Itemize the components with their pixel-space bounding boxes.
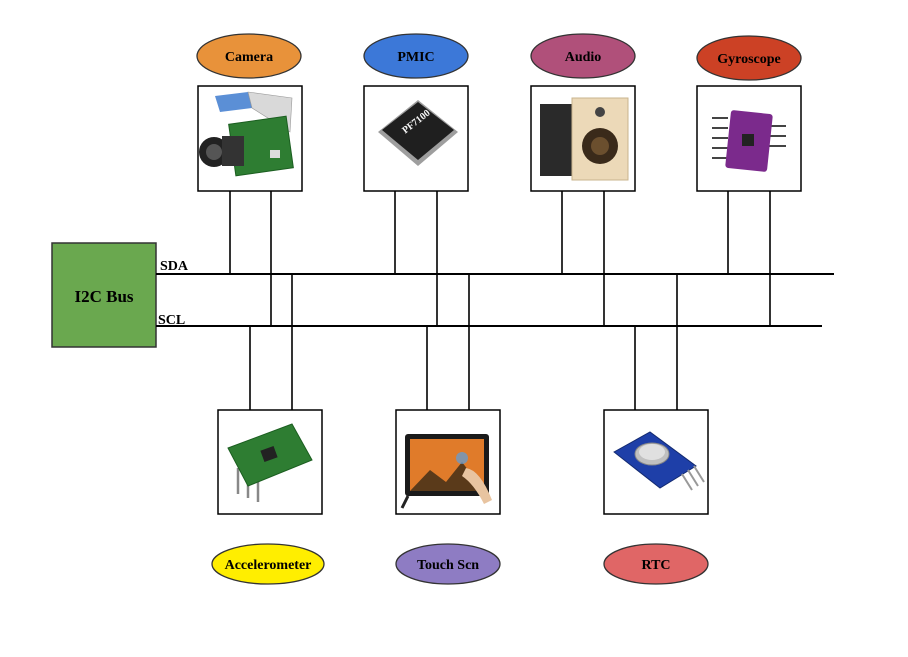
touch-label: Touch Scn — [417, 558, 479, 573]
i2c-bus-title: I2C Bus — [74, 287, 133, 306]
rtc-label: RTC — [641, 558, 670, 573]
pmic-chip-icon: PF7100 — [378, 100, 458, 166]
bottom-connections — [249, 274, 678, 410]
device-rtc: RTC — [603, 409, 709, 585]
audio-label: Audio — [565, 50, 602, 65]
audio-label-bubble — [530, 33, 636, 79]
top-connections — [229, 191, 771, 326]
device-touch: Touch Scn — [395, 409, 501, 585]
rtc-label-bubble — [603, 543, 709, 585]
gyroscope-label-bubble — [696, 35, 802, 81]
i2c-bus-block — [51, 242, 157, 348]
pmic-label: PMIC — [397, 50, 434, 65]
accelerometer-board-icon — [227, 423, 313, 502]
camera-label-bubble — [196, 33, 302, 79]
device-gyroscope: Gyroscope — [696, 35, 802, 192]
device-camera: Camera — [196, 33, 303, 192]
device-audio: Audio — [530, 33, 636, 192]
accelerometer-label: Accelerometer — [225, 558, 312, 573]
touchscreen-icon — [400, 434, 492, 509]
gyroscope-label: Gyroscope — [717, 52, 781, 67]
camera-label: Camera — [225, 50, 273, 65]
gyroscope-board-icon — [712, 110, 786, 172]
device-pmic: PMIC PF7100 — [363, 33, 469, 192]
scl-label: SCL — [158, 313, 185, 328]
speaker-icon — [540, 97, 629, 181]
touch-label-bubble — [395, 543, 501, 585]
camera-module-icon — [199, 91, 294, 177]
rtc-module-icon — [613, 431, 705, 491]
sda-label: SDA — [160, 259, 189, 274]
pmic-label-bubble — [363, 33, 469, 79]
accelerometer-label-bubble — [211, 543, 325, 585]
device-accelerometer: Accelerometer — [211, 409, 325, 585]
